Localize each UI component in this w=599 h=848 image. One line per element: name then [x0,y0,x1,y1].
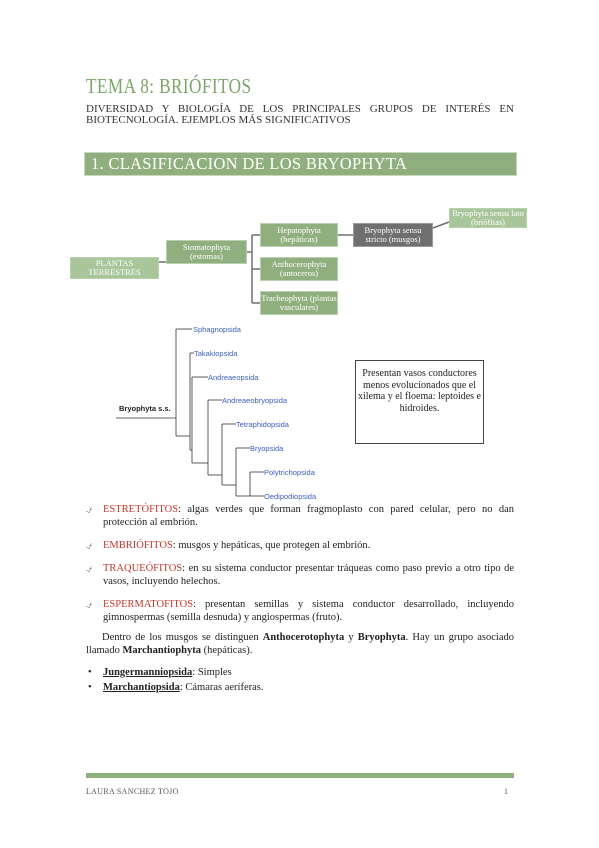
taxon-label: Sphagnopsida [193,325,241,334]
checkbox-icon: ⍻ [86,562,93,575]
box-stomatophyta: Stomatophyta (estomas) [166,240,247,264]
checkbox-icon: ⍻ [86,598,93,611]
list-item: • Jungermanniopsida: Simples [88,666,232,679]
note-box: Presentan vasos conductores menos evoluc… [355,360,484,444]
taxon-label: Tetraphidopsida [236,420,289,429]
paragraph-bold: Marchantiophyta [122,645,202,656]
paragraph-bold: Bryophyta [357,632,406,643]
bullet-term: ESPERMATOFITOS [103,599,194,610]
bullet-dot: • [88,667,92,678]
bullet-term: ESTRETÓFITOS [103,504,179,515]
list-term: Jungermanniopsida [103,667,193,678]
list-item: • Marchantiopsida: Cámaras aeríferas. [88,681,264,694]
bullet-item: ⍻ ESPERMATOFITOS: presentan semillas y s… [86,598,514,624]
bullet-term: EMBRIÓFITOS [103,540,173,551]
list-text: : Cámaras aeríferas. [179,682,264,693]
box-hepatophyta: Hepatophyta (hepáticas) [260,223,338,247]
paragraph-text: y [344,632,358,643]
bullet-item: ⍻ ESTRETÓFITOS: algas verdes que forman … [86,503,514,529]
list-term: Marchantiopsida [103,682,180,693]
paragraph-text: . Hay un grupo asociado llamado [86,632,514,656]
bullet-text: : algas verdes que forman fragmoplasto c… [103,504,514,528]
bullet-text: : en su sistema conductor presentar tráq… [103,563,514,587]
paragraph-text: (hepáticas). [201,645,253,656]
section-heading: 1. CLASIFICACION DE LOS BRYOPHYTA [91,154,408,173]
list-text: : Simples [192,667,232,678]
bullet-text: : musgos y hepáticas, que protegen al em… [172,540,371,551]
box-tracheophyta: Tracheophyta (plantas vasculares) [260,291,338,315]
bullet-item: ⍻ EMBRIÓFITOS: musgos y hepáticas, que p… [86,539,514,553]
page-title: TEMA 8: BRIÓFITOS [86,74,252,98]
footer-author: LAURA SANCHEZ TOJO [86,787,179,796]
bullet-text: : presentan semillas y sistema conductor… [103,599,514,623]
section-heading-bar: 1. CLASIFICACION DE LOS BRYOPHYTA [84,152,517,176]
box-bryophyta-sl: Bryophyta sensu lato (briófitas) [449,208,527,228]
taxon-label: Andreaeobryopsida [222,396,288,405]
taxon-label: Polytrichopsida [264,468,315,477]
paragraph-bold: Anthocerotophyta [262,632,345,643]
paragraph-text: Dentro de los musgos se distinguen [102,632,263,643]
footer-divider [86,773,514,778]
page-number: 1 [504,787,508,796]
checkbox-icon: ⍻ [86,539,93,552]
box-plantas-terrestres: PLANTAS TERRESTRES [70,257,159,279]
musgos-paragraph: Dentro de los musgos se distinguen Antho… [86,631,514,657]
page-subtitle: DIVERSIDAD Y BIOLOGÍA DE LOS PRINCIPALES… [86,103,514,126]
bullet-item: ⍻ TRAQUEÓFITOS: en su sistema conductor … [86,562,514,588]
taxon-label: Takakiopsida [194,349,238,358]
box-bryophyta-ss: Bryophyta sensu stricto (musgos) [353,223,433,247]
bullet-term: TRAQUEÓFITOS [103,563,183,574]
taxon-label: Andreaeopsida [208,373,259,382]
box-anthocerophyta: Anthocerophyta (antoceros) [260,257,338,281]
bullet-dot: • [88,682,92,693]
taxon-label: Oedipodiopsida [264,492,317,501]
taxon-label: Bryopsida [250,444,284,453]
checkbox-icon: ⍻ [86,503,93,516]
tree-root-label: Bryophyta s.s. [119,404,171,413]
